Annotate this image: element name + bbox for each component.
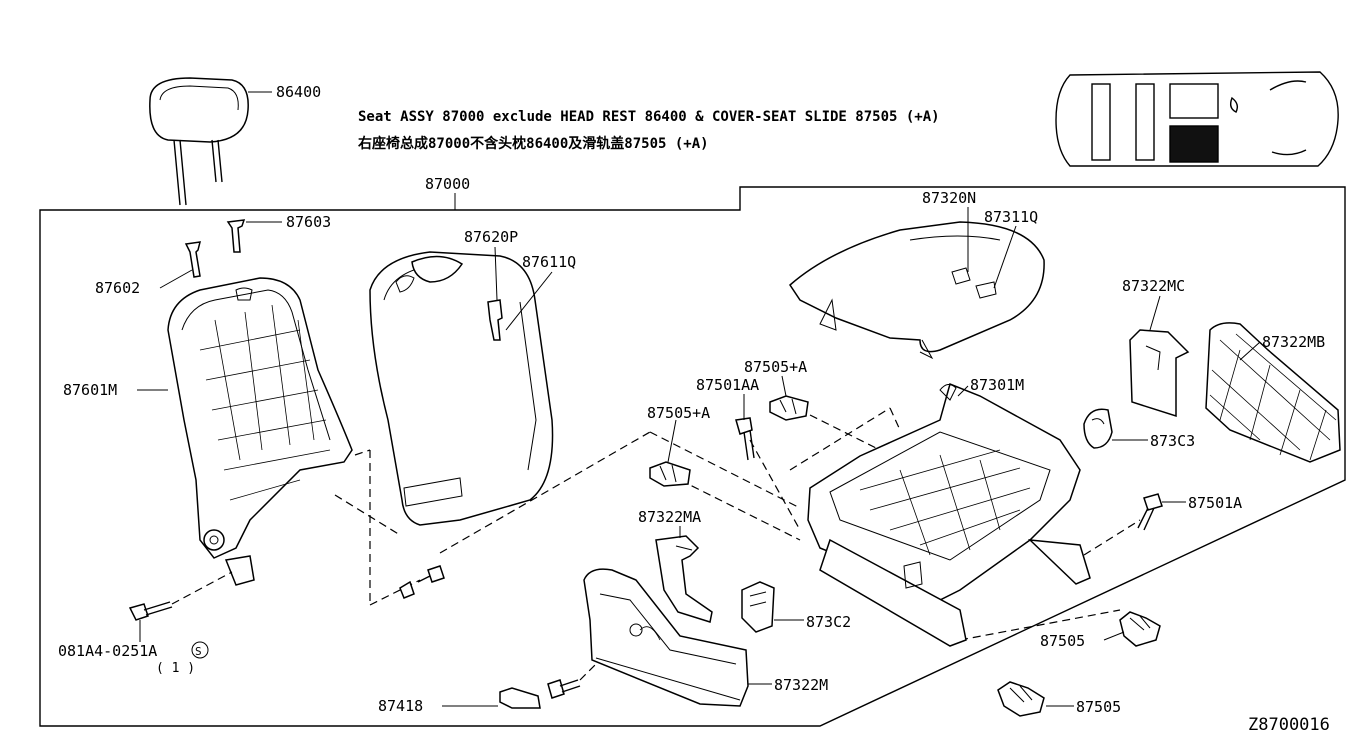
slide-cover-87505-b — [997, 681, 1045, 717]
label-873C3: 873C3 — [1150, 432, 1195, 450]
label-87301M: 87301M — [970, 376, 1024, 394]
head-rest-86400 — [149, 77, 249, 206]
label-87620P: 87620P — [464, 228, 518, 246]
chinese-note: 右座椅总成87000不含头枕86400及滑轨盖87505 (+A) — [357, 135, 709, 152]
label-87322MB: 87322MB — [1262, 333, 1325, 351]
clip-87505A-top — [769, 395, 809, 421]
label-87320N: 87320N — [922, 189, 976, 207]
label-87000: 87000 — [425, 175, 470, 193]
label-87501A: 87501A — [1188, 494, 1242, 512]
label-87611Q: 87611Q — [522, 253, 576, 271]
label-86400: 86400 — [276, 83, 321, 101]
label-87505-a: 87505 — [1040, 632, 1085, 650]
label-081A4-0251A: 081A4-0251A — [58, 642, 157, 660]
label-87505-b: 87505 — [1076, 698, 1121, 716]
cover-87322M — [583, 568, 749, 707]
knob-87418 — [499, 679, 581, 709]
vehicle-position-icon — [1055, 71, 1339, 167]
slide-cover-87505-a — [1119, 611, 1161, 647]
label-87311Q: 87311Q — [984, 208, 1038, 226]
seat-back-pad-87620P — [369, 251, 554, 526]
label-081A4-qty: ( 1 ) — [156, 661, 195, 676]
label-87322M: 87322M — [774, 676, 828, 694]
diagram-code: Z8700016 — [1248, 715, 1330, 735]
pin-87602 — [184, 241, 201, 278]
cover-87322MC — [1129, 329, 1190, 418]
label-87322MC: 87322MC — [1122, 277, 1185, 295]
label-87322MA: 87322MA — [638, 508, 701, 526]
seat-cushion-pad-87311Q — [789, 221, 1045, 360]
label-87601M: 87601M — [63, 381, 117, 399]
pin-87603 — [226, 219, 246, 253]
bolt-small — [399, 565, 445, 599]
assembly-boundary — [39, 186, 1346, 727]
label-87501AA: 87501AA — [696, 376, 759, 394]
seat-back-frame-87601M — [167, 277, 353, 586]
clip-873C3 — [1083, 408, 1113, 449]
cover-87322MB — [1205, 322, 1341, 463]
label-873C2: 873C2 — [806, 613, 851, 631]
label-87418: 87418 — [378, 697, 423, 715]
clip-87505A-mid — [649, 461, 691, 487]
english-note: Seat ASSY 87000 exclude HEAD REST 86400 … — [358, 109, 940, 125]
label-87505A-top: 87505+A — [744, 358, 807, 376]
bolt-081A4-0251A — [128, 601, 173, 621]
label-87505A-mid: 87505+A — [647, 404, 710, 422]
bolt-87501A — [1137, 493, 1163, 531]
bolt-87501AA — [735, 417, 755, 461]
cover-87322MA — [655, 535, 713, 623]
label-87603: 87603 — [286, 213, 331, 231]
seat-cushion-frame-87301M — [807, 382, 1091, 647]
label-87602: 87602 — [95, 279, 140, 297]
clip-873C2 — [741, 581, 775, 633]
label-081A4-mark: S — [195, 645, 202, 658]
